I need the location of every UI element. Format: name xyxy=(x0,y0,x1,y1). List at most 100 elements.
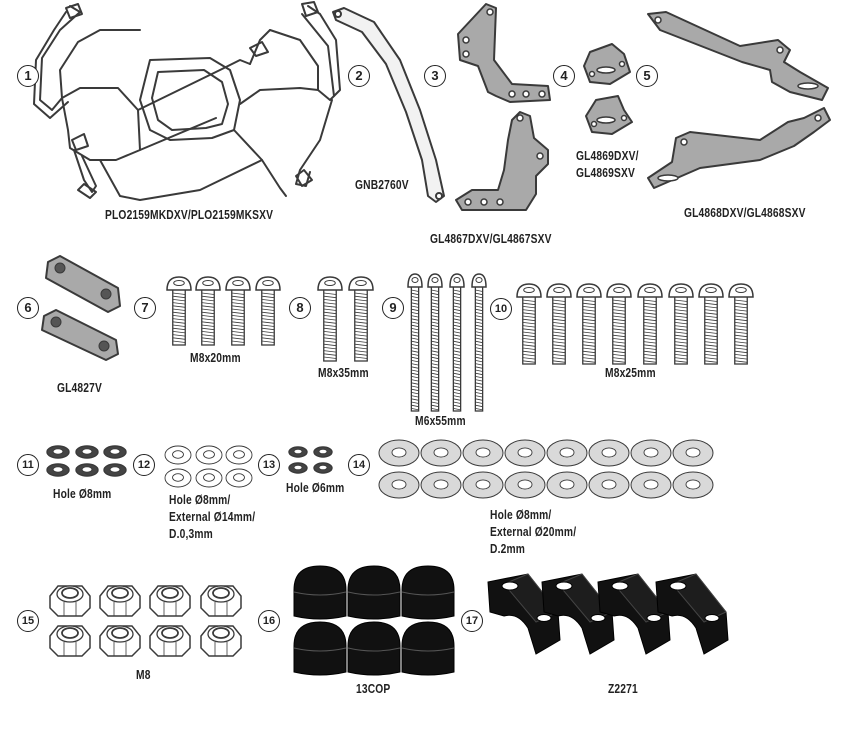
nut-icon xyxy=(99,625,141,657)
part-label-line: D.2mm xyxy=(490,542,526,556)
washer-icon xyxy=(420,439,462,467)
item-number: 17 xyxy=(461,610,483,632)
part-label: Hole Ø8mm xyxy=(53,487,112,501)
cap-icon xyxy=(347,621,401,676)
washer-icon xyxy=(588,471,630,499)
bolt-icon xyxy=(637,283,663,365)
part-label-line: GL4869DXV/ xyxy=(576,149,639,163)
part-label-line: D.0,3mm xyxy=(169,527,213,541)
lock-washer-icon xyxy=(313,462,333,474)
bolt-icon xyxy=(728,283,754,365)
nut-icon xyxy=(49,585,242,657)
bracket-icon xyxy=(455,3,551,211)
item-number: 9 xyxy=(382,297,404,319)
part-label: M8 xyxy=(136,668,151,682)
item-number: 14 xyxy=(348,454,370,476)
part-label: GNB2760V xyxy=(355,178,409,192)
clamp-icon xyxy=(487,573,729,655)
item-number: 7 xyxy=(134,297,156,319)
lock-washer-icon xyxy=(288,446,308,458)
item-number: 13 xyxy=(258,454,280,476)
lock-washer-icon xyxy=(313,446,333,458)
cap-icon xyxy=(293,621,347,676)
item-number: 2 xyxy=(348,65,370,87)
part-label-line: Hole Ø8mm/ xyxy=(490,508,552,522)
washer-icon xyxy=(225,445,253,465)
washer-icon xyxy=(164,468,192,488)
part-label-line: External Ø20mm/ xyxy=(490,525,577,539)
clamp-icon xyxy=(597,573,671,655)
plate-icon xyxy=(583,43,633,135)
washer-icon xyxy=(378,471,420,499)
nut-icon xyxy=(49,585,91,617)
item-number: 15 xyxy=(17,610,39,632)
bolt-icon xyxy=(606,283,632,365)
item-number: 12 xyxy=(133,454,155,476)
lock-washer-icon xyxy=(103,445,127,459)
item-number: 1 xyxy=(17,65,39,87)
nut-icon xyxy=(200,585,242,617)
part-label: GL4869DXV/ GL4869SXV xyxy=(576,148,639,182)
bolt-icon xyxy=(407,273,423,412)
washer-icon xyxy=(164,445,192,465)
part-label: 13COP xyxy=(356,682,391,696)
bolt-icon xyxy=(317,276,343,362)
item-number: 10 xyxy=(490,298,512,320)
cap-icon xyxy=(401,565,455,620)
part-label-line: Hole Ø8mm/ xyxy=(169,493,231,507)
part-label: PLO2159MKDXV/PLO2159MKSXV xyxy=(105,208,274,222)
washer-icon xyxy=(378,439,420,467)
washer-icon xyxy=(504,471,546,499)
spacer-icon xyxy=(41,255,121,361)
lock-washer-icon xyxy=(46,445,70,459)
nut-icon xyxy=(149,585,191,617)
washer-icon xyxy=(546,471,588,499)
cap-icon xyxy=(293,565,455,676)
item-number: 11 xyxy=(17,454,39,476)
bolt-icon xyxy=(668,283,694,365)
washer-icon xyxy=(672,471,714,499)
nut-icon xyxy=(99,585,141,617)
bolt-icon xyxy=(546,283,572,365)
washer-icon xyxy=(588,439,630,467)
bolt-icon xyxy=(195,276,221,346)
clamp-icon xyxy=(655,573,729,655)
bar-icon xyxy=(332,7,445,203)
bolt-icon xyxy=(516,283,542,365)
washer-icon xyxy=(672,439,714,467)
bolt-icon xyxy=(471,273,487,412)
lock-washer-icon xyxy=(103,463,127,477)
item-number: 16 xyxy=(258,610,280,632)
frame-icon xyxy=(33,1,341,201)
washer-icon xyxy=(504,439,546,467)
bolt-icon xyxy=(166,273,754,412)
bolt-icon xyxy=(427,273,443,412)
washer-icon xyxy=(630,471,672,499)
lock-washer-icon xyxy=(46,463,70,477)
bolt-icon xyxy=(698,283,724,365)
washer-icon xyxy=(195,468,223,488)
part-label: Hole Ø6mm xyxy=(286,481,345,495)
bolt-icon xyxy=(449,273,465,412)
clamp-icon xyxy=(541,573,615,655)
cap-icon xyxy=(293,565,347,620)
part-label: M6x55mm xyxy=(415,414,466,428)
washer-icon xyxy=(546,439,588,467)
lock-washer-icon xyxy=(288,462,308,474)
part-label: GL4867DXV/GL4867SXV xyxy=(430,232,552,246)
bolt-icon xyxy=(166,276,192,346)
bolt-icon xyxy=(576,283,602,365)
cap-icon xyxy=(347,565,401,620)
washer-icon xyxy=(46,439,714,499)
cap-icon xyxy=(401,621,455,676)
washer-icon xyxy=(630,439,672,467)
part-label: GL4827V xyxy=(57,381,103,395)
nut-icon xyxy=(49,625,91,657)
part-label: Z2271 xyxy=(608,682,638,696)
part-label: M8x35mm xyxy=(318,366,369,380)
item-number: 3 xyxy=(424,65,446,87)
part-label: M8x20mm xyxy=(190,351,241,365)
part-label: M8x25mm xyxy=(605,366,656,380)
